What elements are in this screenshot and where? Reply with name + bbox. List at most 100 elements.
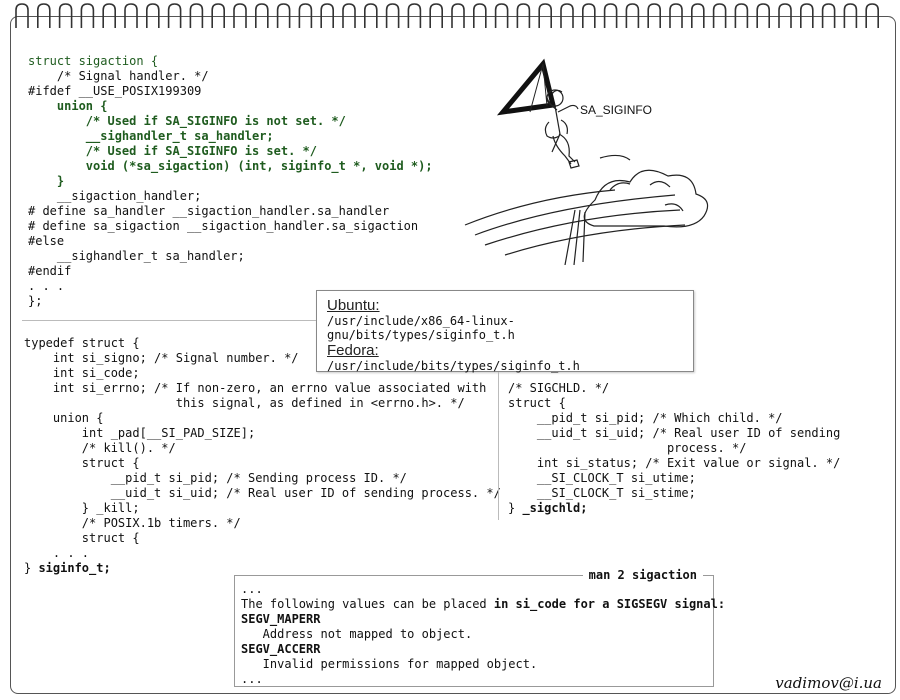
man-box-title: man 2 sigaction xyxy=(582,568,703,582)
siginfo-type-name: siginfo_t; xyxy=(38,561,111,575)
binder-ring xyxy=(146,3,160,28)
divider xyxy=(22,320,322,321)
code-line: __sighandler_t sa_handler; xyxy=(28,249,245,263)
code-line: __pid_t si_pid; /* Which child. */ xyxy=(508,411,783,425)
code-line: int si_status; /* Exit value or signal. … xyxy=(508,456,841,470)
man-page-box: man 2 sigaction ... The following values… xyxy=(234,568,725,687)
code-line: }; xyxy=(28,294,43,308)
binder-ring xyxy=(80,3,95,28)
code-line: process. */ xyxy=(508,441,747,455)
code-line: /* kill(). */ xyxy=(24,441,176,455)
binder-ring xyxy=(582,3,596,28)
code-line: . . . xyxy=(24,546,90,560)
man-line: SEGV_ACCERR xyxy=(241,642,321,656)
binder-ring xyxy=(865,3,879,28)
binder-ring xyxy=(124,3,138,28)
binder-ring xyxy=(494,3,509,28)
binder-ring xyxy=(756,3,770,28)
climber-illustration xyxy=(464,58,709,265)
binder-ring xyxy=(800,3,814,28)
binder-ring xyxy=(233,3,247,28)
code-line: # define sa_handler __sigaction_handler.… xyxy=(28,204,390,218)
code-line: /* POSIX.1b timers. */ xyxy=(24,516,241,530)
binder-ring xyxy=(669,3,683,28)
binder-ring xyxy=(189,3,204,28)
code-line: #ifdef __USE_POSIX199309 xyxy=(28,84,202,98)
man-line: The following values can be placed xyxy=(241,597,494,611)
man-text: ... The following values can be placed i… xyxy=(241,582,725,687)
binder-ring xyxy=(625,3,640,28)
man-line: Address not mapped to object. xyxy=(241,627,473,641)
code-line: #else xyxy=(28,234,65,248)
binder-ring xyxy=(342,3,356,28)
man-line: Invalid permissions for mapped object. xyxy=(241,657,538,671)
code-line: __uid_t si_uid; /* Real user ID of sendi… xyxy=(24,486,501,500)
binder-ring xyxy=(167,3,182,28)
code-line: int _pad[__SI_PAD_SIZE]; xyxy=(24,426,256,440)
fedora-path: /usr/include/bits/types/siginfo_t.h xyxy=(327,359,580,373)
binder-ring xyxy=(821,3,836,28)
binder-ring xyxy=(276,3,291,28)
code-line: union { xyxy=(24,411,104,425)
binder-ring xyxy=(712,3,727,28)
man-line-emphasis: in si_code for a SIGSEGV signal: xyxy=(493,597,726,611)
code-line: } xyxy=(28,174,65,188)
fedora-label: Fedora: xyxy=(327,342,379,359)
binder-ring xyxy=(102,3,116,28)
divider xyxy=(498,372,499,520)
binder-ring xyxy=(691,3,705,28)
sigchld-code: /* SIGCHLD. */ struct { __pid_t si_pid; … xyxy=(508,381,840,516)
man-line: ... xyxy=(241,672,263,686)
code-line: __sigaction_handler; xyxy=(28,189,202,203)
code-line: union { xyxy=(28,99,108,113)
sigaction-code: struct sigaction { /* Signal handler. */… xyxy=(28,54,433,309)
code-line: /* Used if SA_SIGINFO is not set. */ xyxy=(28,114,346,128)
binder-ring xyxy=(451,3,465,28)
code-line: int si_signo; /* Signal number. */ xyxy=(24,351,299,365)
code-line: __uid_t si_uid; /* Real user ID of sendi… xyxy=(508,426,841,440)
binder-ring xyxy=(320,3,334,28)
code-line: } xyxy=(24,561,39,575)
binder-ring xyxy=(58,3,73,28)
code-line: struct { xyxy=(508,396,566,410)
binder-ring xyxy=(385,3,400,28)
code-line: struct sigaction { xyxy=(28,54,159,68)
code-line: # define sa_sigaction __sigaction_handle… xyxy=(28,219,419,233)
binder-ring xyxy=(255,3,269,28)
binder-ring xyxy=(778,3,792,28)
code-line: /* Used if SA_SIGINFO is set. */ xyxy=(28,144,317,158)
illustration-label: SA_SIGINFO xyxy=(580,103,653,117)
binder-ring xyxy=(560,3,574,28)
author-signature: vadimov@i.ua xyxy=(775,674,882,692)
binder-ring xyxy=(473,3,487,28)
code-line: /* Signal handler. */ xyxy=(28,69,209,83)
binder-ring xyxy=(15,3,29,28)
binder-ring xyxy=(211,3,225,28)
ubuntu-path: /usr/include/x86_64-linux-gnu/bits/types… xyxy=(327,314,515,342)
binder-ring xyxy=(37,3,51,28)
ubuntu-label: Ubuntu: xyxy=(327,297,380,314)
binder-ring xyxy=(364,3,378,28)
binder-ring xyxy=(843,3,858,28)
code-line: __sighandler_t sa_handler; xyxy=(28,129,274,143)
code-line: } xyxy=(508,501,523,515)
binder-ring xyxy=(429,3,443,28)
binder-ring xyxy=(298,3,313,28)
code-line: this signal, as defined in <errno.h>. */ xyxy=(24,396,465,410)
binder-ring xyxy=(734,3,749,28)
man-line: ... xyxy=(241,582,263,596)
binder-ring xyxy=(538,3,552,28)
code-line: __SI_CLOCK_T si_utime; xyxy=(508,471,696,485)
sigchld-name: _sigchld; xyxy=(522,501,588,515)
header-path-box: Ubuntu: /usr/include/x86_64-linux-gnu/bi… xyxy=(316,290,694,373)
siginfo-code: typedef struct { int si_signo; /* Signal… xyxy=(24,336,501,576)
man-line: SEGV_MAPERR xyxy=(241,612,321,626)
code-line: typedef struct { xyxy=(24,336,140,350)
code-line: struct { xyxy=(24,531,140,545)
code-line: . . . xyxy=(28,279,65,293)
binder-ring xyxy=(407,3,422,28)
code-line: __pid_t si_pid; /* Sending process ID. *… xyxy=(24,471,407,485)
code-line: } _kill; xyxy=(24,501,140,515)
code-line: #endif xyxy=(28,264,72,278)
code-line: __SI_CLOCK_T si_stime; xyxy=(508,486,696,500)
